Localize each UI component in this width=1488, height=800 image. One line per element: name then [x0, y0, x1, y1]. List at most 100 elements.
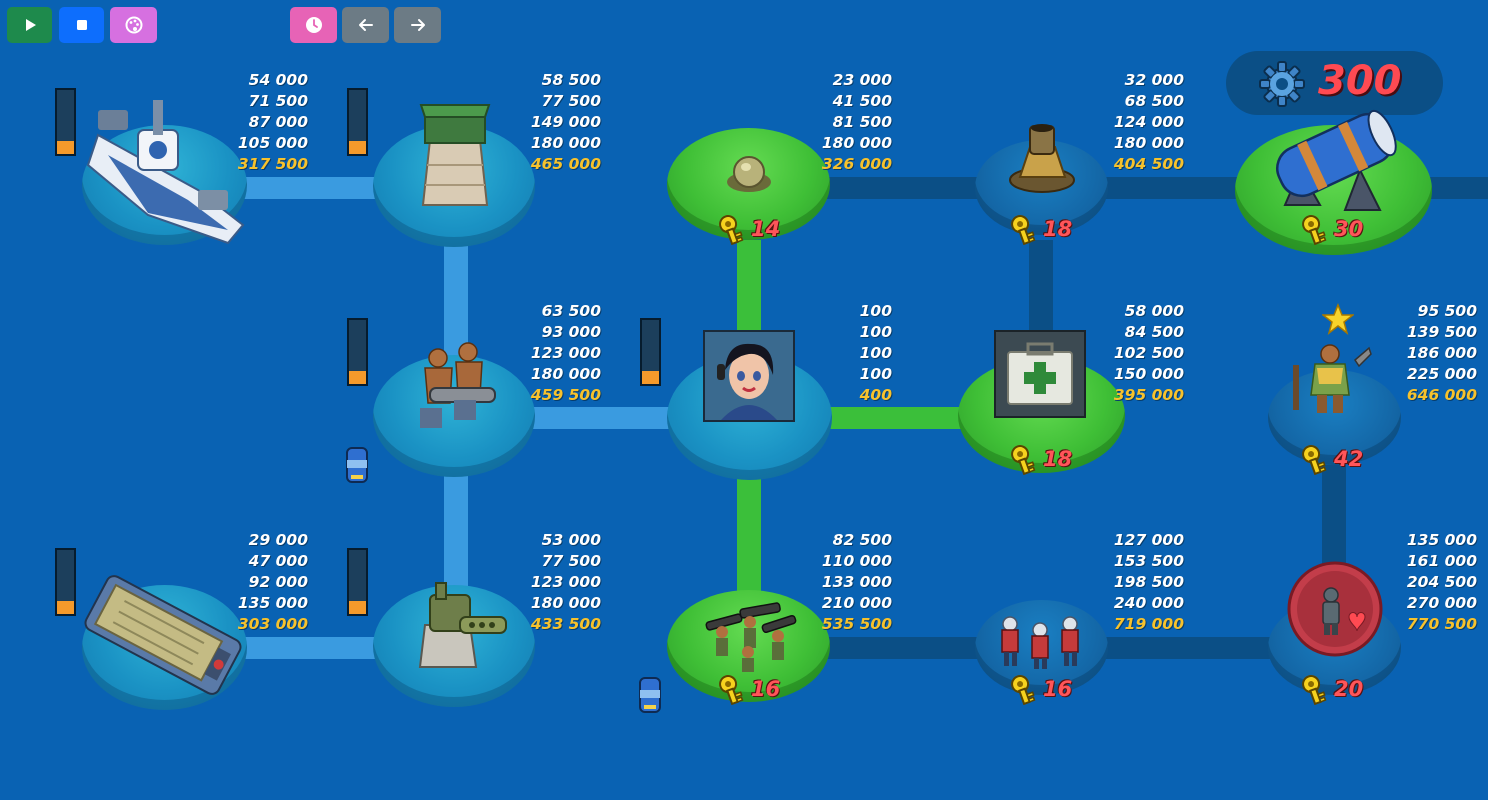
key-icon: [1302, 675, 1327, 705]
gear-icon: [1259, 61, 1305, 107]
stat-value: 161 000: [1406, 552, 1477, 570]
heavy-gunners-unit[interactable]: [410, 338, 500, 433]
play-button[interactable]: [7, 7, 52, 43]
stat-value: 81 500: [832, 113, 892, 131]
zookas-unit[interactable]: [700, 588, 800, 673]
stat-value: 54 000: [248, 71, 308, 89]
stat-value: 63 500: [541, 302, 601, 320]
fuel-canister-icon: [639, 677, 661, 713]
key-icon: [1302, 445, 1327, 475]
mine-unit[interactable]: [724, 150, 774, 195]
stat-value: 100: [859, 323, 892, 341]
warrior-unit[interactable]: [1285, 340, 1375, 415]
back-button[interactable]: [342, 7, 389, 43]
resource-count: 300: [1318, 58, 1402, 104]
path-cannon-edge: [1420, 177, 1488, 199]
gunboat-unit[interactable]: [78, 95, 248, 245]
stat-value: 123 000: [530, 344, 601, 362]
key-icon: [1011, 445, 1036, 475]
medic-keys: 20: [1299, 673, 1363, 705]
stop-button[interactable]: [59, 7, 104, 43]
star-icon: [1322, 303, 1354, 335]
stat-total: 404 500: [1113, 155, 1184, 173]
stat-value: 139 500: [1406, 323, 1477, 341]
gauge-fill: [349, 371, 366, 384]
palette-button[interactable]: [110, 7, 157, 43]
key-icon: [719, 675, 744, 705]
stat-total: 719 000: [1113, 615, 1184, 633]
key-count: 16: [751, 677, 781, 701]
key-icon: [1011, 675, 1036, 705]
stat-total: 646 000: [1406, 386, 1477, 404]
medkit-card[interactable]: [994, 330, 1086, 418]
path-zookas-flame: [825, 637, 985, 659]
zookas-keys: 16: [716, 673, 780, 705]
stat-total: 400: [859, 386, 892, 404]
forward-button[interactable]: [394, 7, 441, 43]
stat-value: 71 500: [248, 92, 308, 110]
stat-total: 317 500: [237, 155, 308, 173]
clock-icon: [305, 17, 322, 33]
medic-stats: 135 000 161 000 204 500 270 000 770 500: [1407, 530, 1477, 635]
stat-value: 82 500: [832, 531, 892, 549]
path-gunboat-sniper: [240, 177, 380, 199]
hero-stats: 100 100 100 100 400: [860, 301, 892, 406]
mine-keys: 14: [716, 213, 780, 245]
heavy-gunners-gauge: [347, 318, 368, 386]
landing-craft-gauge: [55, 548, 76, 616]
mortar-unit[interactable]: [1005, 122, 1080, 197]
stat-value: 53 000: [541, 531, 601, 549]
stat-value: 180 000: [530, 594, 601, 612]
stat-value: 41 500: [832, 92, 892, 110]
medic-unit[interactable]: [1287, 561, 1383, 657]
stat-value: 105 000: [237, 134, 308, 152]
path-hero-zookas: [737, 475, 761, 600]
stat-value: 133 000: [821, 573, 892, 591]
machine-gun-stats: 53 000 77 500 123 000 180 000 433 500: [531, 530, 601, 635]
stat-value: 87 000: [248, 113, 308, 131]
hero-portrait[interactable]: [703, 330, 795, 422]
path-mortar-cannon: [1100, 177, 1245, 199]
stat-value: 180 000: [821, 134, 892, 152]
stat-value: 186 000: [1406, 344, 1477, 362]
stat-value: 32 000: [1124, 71, 1184, 89]
path-warrior-medic: [1322, 465, 1346, 575]
stat-value: 124 000: [1113, 113, 1184, 131]
path-heavy-machinegun: [444, 475, 468, 595]
sniper-tower-unit[interactable]: [415, 95, 495, 210]
arrow-right-icon: [410, 19, 425, 31]
gauge-fill: [349, 601, 366, 614]
stat-value: 240 000: [1113, 594, 1184, 612]
key-count: 42: [1334, 447, 1364, 471]
flamethrowers-unit[interactable]: [990, 610, 1090, 670]
machine-gun-unit[interactable]: [410, 575, 510, 670]
key-count: 16: [1043, 677, 1073, 701]
warrior-keys: 42: [1299, 443, 1363, 475]
stat-total: 395 000: [1113, 386, 1184, 404]
stat-value: 47 000: [248, 552, 308, 570]
landing-craft-unit[interactable]: [78, 565, 248, 705]
sniper-tower-gauge: [347, 88, 368, 156]
palette-icon: [125, 16, 142, 34]
stop-icon: [76, 20, 87, 30]
mortar-stats: 32 000 68 500 124 000 180 000 404 500: [1114, 70, 1184, 175]
mortar-keys: 18: [1008, 213, 1072, 245]
stat-value: 180 000: [530, 365, 601, 383]
gauge-fill: [349, 141, 366, 154]
path-flame-medic: [1100, 637, 1275, 659]
stat-total: 303 000: [237, 615, 308, 633]
stat-value: 127 000: [1113, 531, 1184, 549]
stat-value: 92 000: [248, 573, 308, 591]
key-icon: [1011, 215, 1036, 245]
stat-value: 84 500: [1124, 323, 1184, 341]
stat-value: 58 000: [1124, 302, 1184, 320]
landing-craft-stats: 29 000 47 000 92 000 135 000 303 000: [238, 530, 308, 635]
stat-value: 29 000: [248, 531, 308, 549]
play-icon: [25, 19, 36, 31]
stat-value: 123 000: [530, 573, 601, 591]
key-count: 20: [1334, 677, 1364, 701]
warrior-stats: 95 500 139 500 186 000 225 000 646 000: [1407, 301, 1477, 406]
cannon-unit[interactable]: [1265, 100, 1405, 220]
stat-value: 180 000: [530, 134, 601, 152]
clock-button[interactable]: [290, 7, 337, 43]
